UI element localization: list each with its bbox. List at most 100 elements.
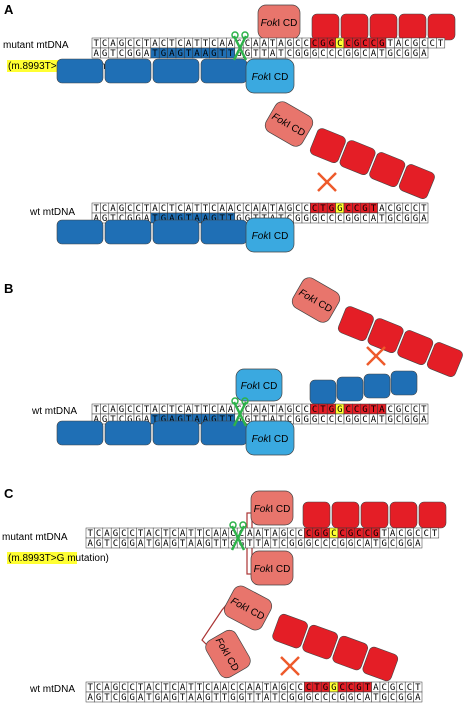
base-top: G <box>379 39 384 49</box>
base-bottom: A <box>421 415 427 425</box>
base-top: C <box>312 405 317 415</box>
base-top: C <box>345 405 350 415</box>
base-top: C <box>297 529 302 539</box>
base-top: A <box>278 39 284 49</box>
base-top: C <box>96 683 101 693</box>
base-top: C <box>211 405 216 415</box>
tale-repeat <box>337 306 374 342</box>
base-bottom: A <box>203 214 209 224</box>
base-bottom: T <box>110 415 116 425</box>
base-top: C <box>339 683 344 693</box>
base-bottom: G <box>211 415 216 425</box>
base-top: T <box>270 204 276 214</box>
foki-label-rest: I CD <box>270 564 290 575</box>
base-bottom: C <box>362 214 367 224</box>
tale-repeat <box>362 646 399 682</box>
base-top: A <box>110 405 116 415</box>
base-top: A <box>247 529 253 539</box>
mutation-label-text: (m.8993T>G mutation) <box>8 553 109 564</box>
tale-repeat <box>367 318 404 353</box>
no-binding-cross-c <box>280 656 300 676</box>
base-top: C <box>306 529 311 539</box>
base-top: C <box>135 405 140 415</box>
base-bottom: C <box>314 693 319 703</box>
base-bottom: G <box>295 49 300 59</box>
base-bottom: T <box>278 49 284 59</box>
base-top: T <box>169 405 175 415</box>
base-top: C <box>348 683 353 693</box>
base-bottom: A <box>197 539 203 549</box>
base-top: C <box>211 204 216 214</box>
base-top: A <box>228 39 234 49</box>
base-top: A <box>228 204 234 214</box>
base-bottom: C <box>337 49 342 59</box>
base-top: C <box>354 405 359 415</box>
red-foki-a: FokI CD <box>257 4 301 40</box>
base-bottom: G <box>398 539 403 549</box>
base-top: C <box>303 405 308 415</box>
base-bottom: G <box>354 49 359 59</box>
base-top: C <box>171 683 176 693</box>
base-bottom: C <box>320 415 325 425</box>
base-top: C <box>423 529 428 539</box>
base-top: T <box>138 529 144 539</box>
base-top: C <box>398 683 403 693</box>
foki-label-italic: Fok <box>252 434 270 445</box>
base-top: A <box>255 683 261 693</box>
tale-repeat <box>200 58 248 84</box>
base-cell <box>419 212 429 224</box>
tale-repeat <box>56 58 104 84</box>
base-bottom: T <box>110 214 116 224</box>
base-bottom: C <box>320 49 325 59</box>
base-bottom: G <box>155 539 160 549</box>
base-top: T <box>163 529 169 539</box>
base-bottom: C <box>331 539 336 549</box>
base-cell <box>419 47 429 59</box>
base-top: C <box>230 529 235 539</box>
base-cell <box>419 413 429 425</box>
base-bottom: G <box>96 539 101 549</box>
base-top: C <box>306 683 311 693</box>
base-top: C <box>135 39 140 49</box>
base-bottom: C <box>323 539 328 549</box>
base-top: C <box>365 529 370 539</box>
tale-repeat <box>426 342 463 377</box>
wt-duplex-b: TCAGCCTACTCATTCAACCAATAGCCCTGGCCGTACGCCT… <box>91 403 429 425</box>
base-bottom: T <box>253 49 259 59</box>
red-tale-array-c <box>302 501 447 529</box>
base-top: G <box>337 204 342 214</box>
tale-repeat <box>104 58 152 84</box>
base-top: C <box>297 683 302 693</box>
base-top: C <box>161 405 166 415</box>
base-bottom: G <box>102 214 107 224</box>
foki-label-italic: Fok <box>254 564 272 575</box>
base-bottom: T <box>219 415 225 425</box>
foki-label-rest: I CD <box>268 231 288 242</box>
base-bottom: G <box>289 693 294 703</box>
base-top: T <box>438 39 444 49</box>
base-bottom: T <box>272 693 278 703</box>
base-bottom: C <box>119 214 124 224</box>
base-bottom: G <box>205 693 210 703</box>
base-top: A <box>396 39 402 49</box>
base-top: A <box>373 683 379 693</box>
base-cell <box>436 37 446 49</box>
red-foki-c-top: FokI CD <box>250 490 294 526</box>
base-top: G <box>356 683 361 693</box>
base-top: C <box>121 529 126 539</box>
base-top: A <box>104 529 110 539</box>
base-top: T <box>270 405 276 415</box>
base-bottom: G <box>404 214 409 224</box>
base-bottom: T <box>379 415 385 425</box>
base-bottom: G <box>295 214 300 224</box>
base-top: C <box>398 529 403 539</box>
base-top: A <box>152 39 158 49</box>
base-top: G <box>354 39 359 49</box>
foki-label: FokI CD <box>252 72 289 83</box>
base-bottom: T <box>261 49 267 59</box>
base-top: T <box>421 405 427 415</box>
foki-domain <box>250 550 294 586</box>
base-bottom: T <box>146 693 152 703</box>
cross-stroke <box>280 656 300 676</box>
